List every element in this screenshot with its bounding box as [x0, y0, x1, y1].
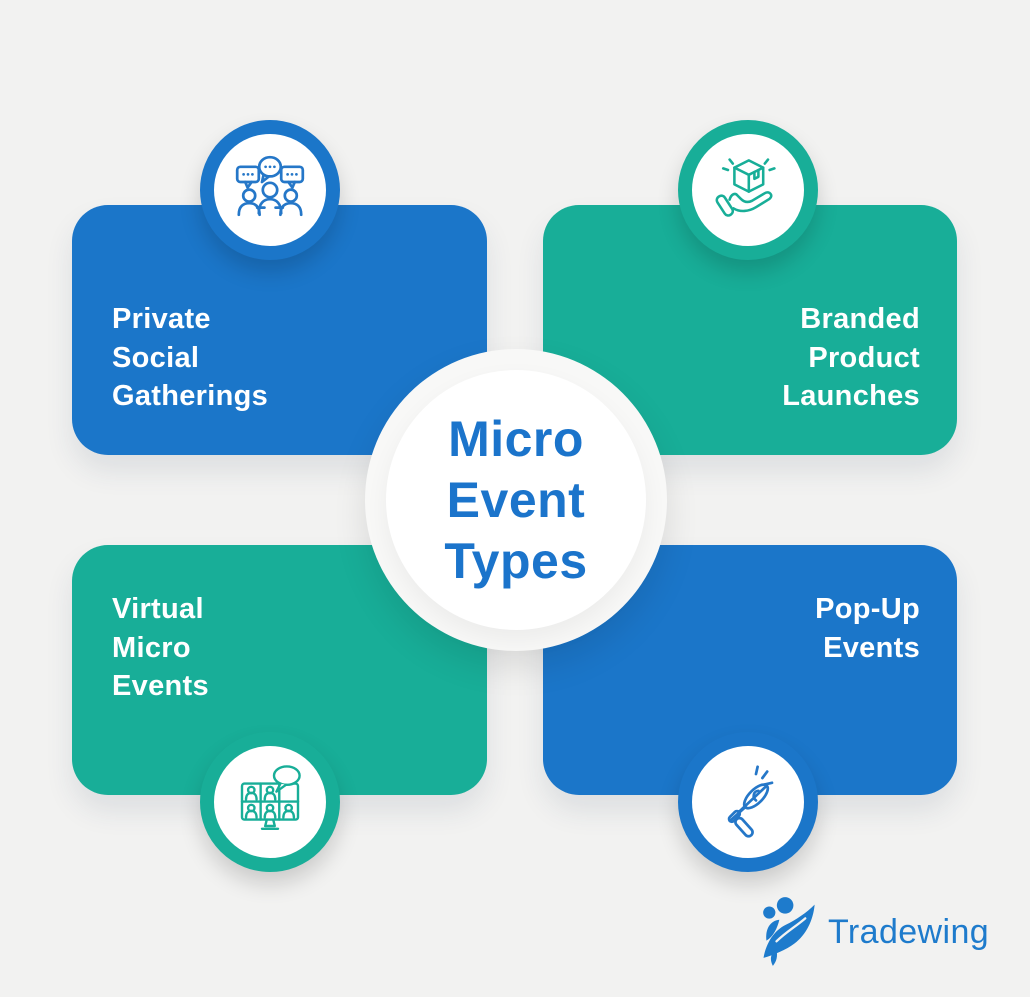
center-circle: Micro Event Types — [386, 370, 646, 630]
center-title-line: Micro — [448, 410, 584, 467]
center-title: Micro Event Types — [444, 409, 587, 592]
group-chat-icon — [235, 155, 305, 217]
badge-product-launch — [678, 120, 818, 260]
card-label: Virtual Micro Events — [112, 590, 209, 706]
card-label-line: Events — [823, 631, 920, 664]
megaphone-icon — [727, 765, 774, 838]
tradewing-logo: Tradewing — [752, 896, 989, 968]
tradewing-wordmark: Tradewing — [828, 912, 990, 951]
card-label-line: Virtual — [112, 593, 204, 625]
card-label-line: Branded — [800, 303, 920, 335]
center-title-line: Event — [446, 471, 586, 528]
center-title-line: Types — [444, 532, 588, 589]
card-label-line: Micro — [112, 631, 191, 664]
video-conference-icon — [240, 765, 301, 830]
card-label-line: Pop-Up — [815, 593, 920, 625]
card-label-line: Gatherings — [112, 380, 269, 412]
card-label: Pop-Up Events — [815, 590, 920, 667]
card-label: Private Social Gatherings — [112, 300, 268, 416]
tradewing-wing-icon — [763, 897, 815, 966]
card-label-line: Private — [112, 303, 211, 335]
card-label: Branded Product Launches — [782, 300, 920, 416]
card-label-line: Launches — [782, 380, 920, 412]
card-label-line: Events — [112, 670, 209, 702]
product-launch-icon — [715, 158, 776, 217]
badge-group-chat — [200, 120, 340, 260]
card-label-line: Product — [808, 341, 920, 374]
badge-video-conference — [200, 732, 340, 872]
card-label-line: Social — [112, 341, 200, 374]
badge-megaphone — [678, 732, 818, 872]
